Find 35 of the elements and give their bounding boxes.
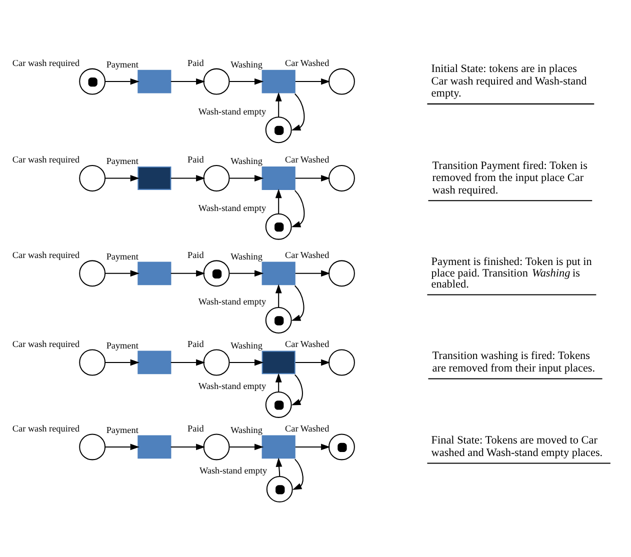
node-label: Paid — [188, 338, 204, 349]
node-label: Wash-stand empty — [199, 466, 268, 476]
node-label: Paid — [188, 423, 204, 434]
node-label: Car Washed — [285, 250, 330, 260]
node-label: Paid — [188, 250, 204, 260]
node-label: Washing — [230, 59, 262, 70]
label: Transition washing is fired: Tokens are removed from their input places. — [432, 350, 596, 374]
node-label: Car wash required — [12, 58, 80, 68]
node-label: Washing — [230, 251, 262, 262]
node-label: Washing — [230, 340, 262, 350]
node-label: Wash-stand empty — [198, 203, 266, 214]
node-label: Payment — [106, 424, 138, 435]
label: Payment is finished: Token is put in place paid. Transition Washing is enabled. — [431, 256, 592, 290]
label: Final State: Tokens are moved to Car washed and Wash-stand empty places. — [431, 434, 603, 459]
node-label: Payment — [106, 59, 138, 70]
node-label: Washing — [230, 156, 262, 166]
label: Transition Payment fired: Token is removed from the input place Car wash required. — [432, 160, 588, 196]
node-label: Car Washed — [285, 423, 330, 434]
node-label: Paid — [188, 58, 204, 68]
node-label: Wash-stand empty — [198, 381, 266, 392]
node-label: Car Washed — [285, 338, 330, 349]
node-label: Car wash required — [12, 250, 80, 260]
node-label: Car Washed — [285, 58, 330, 68]
node-label: Car wash required — [12, 338, 80, 349]
node-label: Wash-stand empty — [198, 296, 266, 307]
node-label: Wash-stand empty — [198, 106, 266, 116]
node-label: Car wash required — [12, 423, 80, 434]
node-label: Car Washed — [285, 154, 330, 165]
node-label: Paid — [188, 154, 204, 165]
node-label: Car wash required — [12, 154, 80, 165]
node-label: Payment — [106, 251, 138, 262]
node-label: Payment — [106, 340, 138, 350]
label: Initial State: tokens are in places Car wash required and Wash-stand empty. — [431, 63, 587, 100]
node-label: Payment — [106, 156, 138, 166]
node-label: Washing — [230, 424, 262, 435]
